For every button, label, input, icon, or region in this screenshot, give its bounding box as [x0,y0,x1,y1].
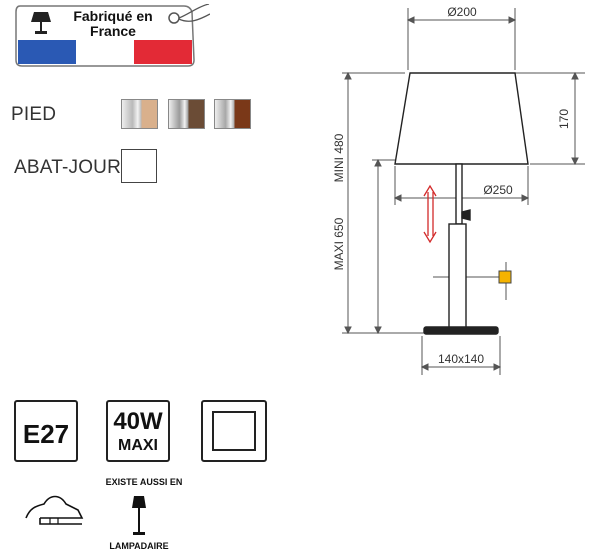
power-box: 40W MAXI [106,400,170,462]
power-note: MAXI [118,437,158,454]
foot-swatch-3[interactable] [214,99,251,129]
dim-shade-top: Ø200 [447,5,477,19]
made-in-france-badge: Fabriqué en France [14,3,211,68]
also-exists-text: EXISTE AUSSI EN [105,477,183,487]
dim-shade-bottom: Ø250 [483,183,513,197]
class-box [201,400,267,462]
shade-label: ABAT-JOUR [14,157,122,178]
dim-height-max: MAXI 650 [332,217,346,270]
dim-shade-height: 170 [557,109,571,129]
dim-base: 140x140 [438,352,484,366]
double-square-icon [212,411,256,451]
adjust-marker-icon [498,270,512,284]
table-lamp-icon [31,12,51,34]
foot-switch-icon [25,495,84,525]
dim-height-min: MINI 480 [332,133,346,182]
socket-type: E27 [22,419,70,449]
socket-box: E27 [14,400,78,462]
shade-swatch-white[interactable] [121,149,157,183]
power-value: 40W [113,408,163,435]
badge-line-1: Fabriqué en [73,8,153,24]
foot-swatch-2[interactable] [168,99,205,129]
badge-frame [15,3,211,67]
lamp-outline [394,72,529,335]
height-adjust-arrow-icon [423,184,437,244]
badge-line-2: France [90,23,136,39]
variant-label: LAMPADAIRE [109,541,169,551]
floor-lamp-icon [132,496,146,535]
foot-swatch-1[interactable] [121,99,158,129]
foot-label: PIED [11,104,57,125]
